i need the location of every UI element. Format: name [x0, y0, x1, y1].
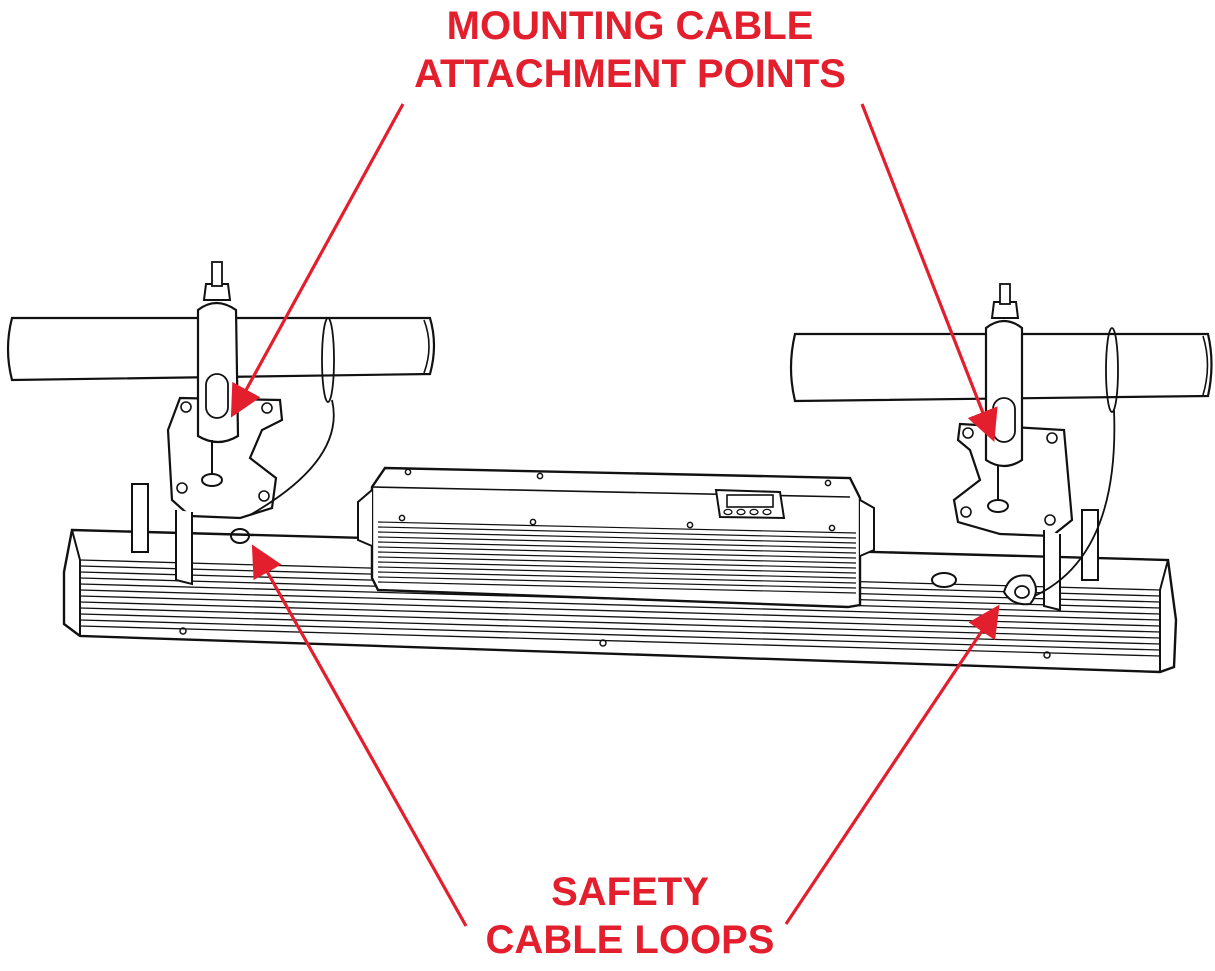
- mounting-cable-callout: MOUNTING CABLE ATTACHMENT POINTS: [380, 2, 880, 98]
- arrow-mounting-left: [230, 103, 405, 418]
- display-panel: [714, 488, 786, 520]
- safety-callout-line-1: SAFETY: [551, 870, 709, 914]
- callout-arrows: [230, 103, 1000, 927]
- arrow-safety-right: [784, 604, 1000, 925]
- control-box: [357, 466, 875, 609]
- mounting-callout-line-2: ATTACHMENT POINTS: [414, 52, 846, 96]
- arrow-mounting-right: [860, 103, 998, 442]
- mounting-callout-line-1: MOUNTING CABLE: [446, 4, 814, 48]
- safety-callout-line-2: CABLE LOOPS: [485, 918, 775, 962]
- left-mounting-bracket: [131, 261, 335, 586]
- arrow-safety-left: [251, 544, 468, 927]
- safety-cable-callout: SAFETY CABLE LOOPS: [430, 868, 830, 964]
